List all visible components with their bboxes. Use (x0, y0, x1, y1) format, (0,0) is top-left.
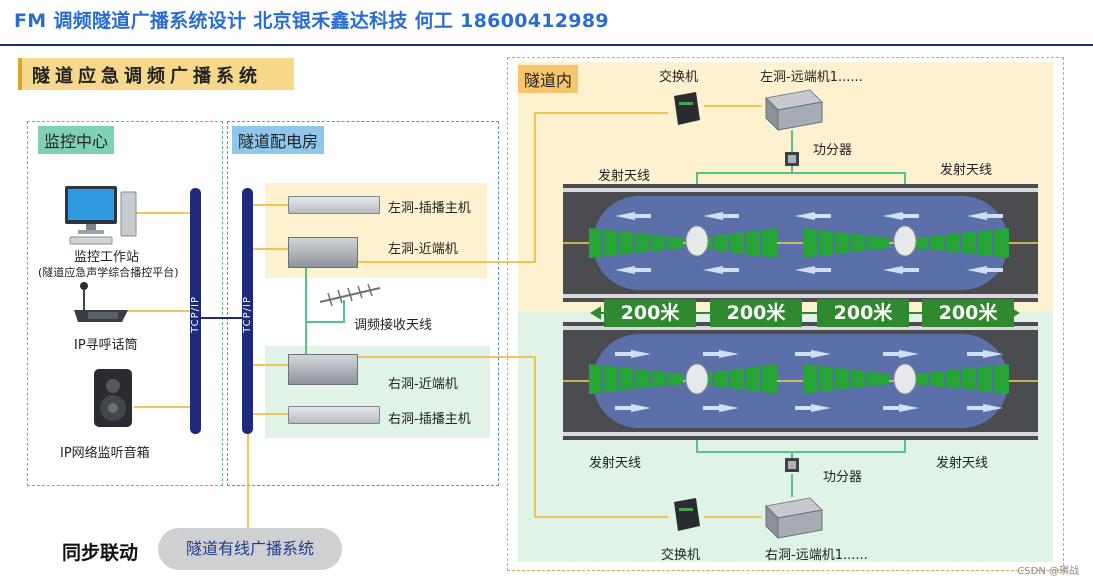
bottom-tx-antenna-right-label: 发射天线 (936, 456, 989, 471)
bottom-splitter-label: 功分器 (823, 470, 863, 485)
sync-linkage-label: 同步联动 (62, 542, 139, 564)
top-switch-icon (674, 92, 700, 125)
monitor-center-label: 监控中心 (38, 126, 115, 154)
top-switch-label: 交换机 (659, 70, 699, 85)
watermark: CSDN @琪战 (1017, 566, 1079, 577)
paging-microphone-label: IP寻呼话筒 (74, 338, 138, 353)
right-near-end-device (288, 354, 358, 385)
tunnel-label: 隧道内 (518, 65, 579, 93)
header-title: FM 调频隧道广播系统设计 北京银禾鑫达科技 何工 18600412989 (14, 10, 609, 32)
tcpip-bus-power-room: TCP/IP (242, 188, 253, 434)
tcpip-bus-power-room-label: TCP/IP (242, 296, 253, 333)
bottom-remote-unit-label: 右洞-远端机1...... (765, 548, 868, 563)
top-splitter-label: 功分器 (813, 143, 853, 158)
left-near-end-device (288, 237, 358, 268)
bottom-remote-unit-icon (764, 497, 824, 540)
section-title: 隧道应急调频广播系统 (18, 58, 294, 90)
workstation-icon (65, 186, 137, 245)
left-insert-host-device (288, 196, 380, 214)
top-splitter-icon (785, 152, 799, 166)
workstation-sub-label: (隧道应急声学综合播控平台) (38, 266, 179, 279)
right-insert-host-label: 右洞-插播主机 (388, 412, 471, 427)
fm-receive-antenna-label: 调频接收天线 (354, 318, 433, 333)
bottom-splitter-icon (785, 458, 799, 472)
distance-label-2: 200米 (710, 299, 802, 327)
left-near-end-label: 左洞-近端机 (388, 242, 458, 257)
bottom-switch-label: 交换机 (661, 548, 701, 563)
right-insert-host-device (288, 406, 380, 424)
fm-receive-antenna-icon (319, 284, 381, 306)
tcpip-bus-monitor: TCP/IP (190, 188, 201, 434)
top-tx-antenna-right-label: 发射天线 (940, 163, 993, 178)
top-remote-unit-label: 左洞-远端机1...... (760, 70, 863, 85)
power-room-label: 隧道配电房 (232, 126, 325, 154)
monitor-speaker-label: IP网络监听音箱 (60, 446, 150, 461)
monitor-center-panel (27, 121, 223, 486)
distance-label-4: 200米 (922, 299, 1014, 327)
left-insert-host-label: 左洞-插播主机 (388, 201, 471, 216)
top-tx-antenna-left-label: 发射天线 (598, 169, 651, 184)
tcpip-bus-monitor-label: TCP/IP (190, 296, 201, 333)
distance-label-1: 200米 (604, 299, 696, 327)
bottom-switch-icon (674, 498, 700, 531)
right-near-end-label: 右洞-近端机 (388, 377, 458, 392)
tunnel-road-diagram (563, 184, 1038, 440)
paging-microphone-icon (74, 282, 128, 322)
top-remote-unit-icon (764, 89, 824, 132)
distance-label-3: 200米 (817, 299, 909, 327)
monitor-speaker-icon (94, 369, 132, 427)
bottom-tx-antenna-left-label: 发射天线 (589, 456, 642, 471)
tunnel-wired-broadcast-system: 隧道有线广播系统 (158, 528, 342, 570)
power-room-panel (227, 121, 499, 486)
tunnel-panel (507, 57, 1064, 571)
workstation-label: 监控工作站 (74, 250, 140, 265)
header-divider (0, 44, 1093, 46)
